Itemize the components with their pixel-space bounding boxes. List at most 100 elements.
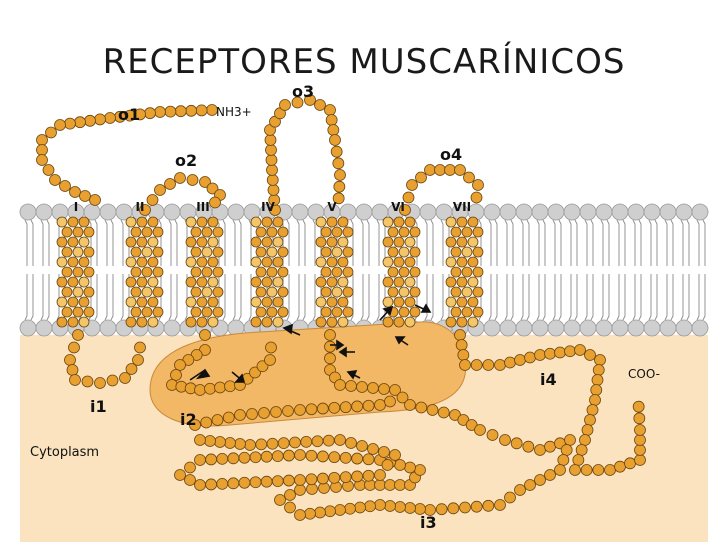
- residue: [57, 237, 67, 247]
- residue: [262, 317, 272, 327]
- residue: [329, 452, 340, 463]
- residue: [68, 317, 78, 327]
- residue: [206, 454, 217, 465]
- loop-label-i4: i4: [540, 370, 557, 389]
- residue: [383, 257, 393, 267]
- lipid-head: [20, 204, 36, 220]
- helix-3: [186, 217, 223, 327]
- loop-o3: [265, 95, 346, 216]
- residue: [316, 317, 326, 327]
- helix-label-5: V: [327, 200, 337, 214]
- residue: [266, 155, 277, 166]
- residue: [333, 158, 344, 169]
- residue: [37, 135, 48, 146]
- residue: [327, 257, 337, 267]
- residue: [217, 478, 228, 489]
- residue: [357, 441, 368, 452]
- residue: [133, 355, 144, 366]
- residue: [455, 330, 466, 341]
- residue: [405, 277, 415, 287]
- residue: [85, 115, 96, 126]
- residue: [505, 492, 516, 503]
- residue: [145, 108, 156, 119]
- residue: [555, 347, 566, 358]
- lipid-head: [564, 320, 580, 336]
- residue: [446, 217, 456, 227]
- residue: [197, 257, 207, 267]
- residue: [278, 267, 288, 277]
- residue: [57, 317, 67, 327]
- residue: [265, 135, 276, 146]
- residue: [468, 217, 478, 227]
- residue: [462, 247, 472, 257]
- residue: [57, 257, 67, 267]
- residue: [142, 267, 152, 277]
- residue: [295, 485, 306, 496]
- residue: [155, 107, 166, 118]
- residue: [343, 247, 353, 257]
- residue: [295, 475, 306, 486]
- residue: [301, 436, 312, 447]
- residue: [332, 247, 342, 257]
- residue: [635, 445, 646, 456]
- residue: [325, 341, 336, 352]
- lipid-head: [612, 320, 628, 336]
- residue: [394, 297, 404, 307]
- residue: [338, 277, 348, 287]
- residue: [267, 227, 277, 237]
- residue: [329, 402, 340, 413]
- residue: [471, 360, 482, 371]
- helix-label-7: VII: [453, 200, 471, 214]
- lipid-head: [500, 204, 516, 220]
- residue: [340, 452, 351, 463]
- residue: [290, 437, 301, 448]
- helix-4: [251, 217, 288, 327]
- residue: [250, 452, 261, 463]
- residue: [535, 445, 546, 456]
- residue: [332, 307, 342, 317]
- residue: [385, 480, 396, 491]
- residue: [267, 247, 277, 257]
- residue: [126, 257, 136, 267]
- residue: [213, 227, 223, 237]
- residue: [126, 277, 136, 287]
- residue: [405, 297, 415, 307]
- residue: [625, 458, 636, 469]
- residue: [131, 307, 141, 317]
- residue: [593, 365, 604, 376]
- residue: [323, 435, 334, 446]
- residue: [191, 227, 201, 237]
- residue: [208, 257, 218, 267]
- residue: [448, 503, 459, 514]
- residue: [213, 267, 223, 277]
- residue: [142, 247, 152, 257]
- residue: [278, 438, 289, 449]
- helix-label-2: II: [136, 200, 145, 214]
- residue: [147, 195, 158, 206]
- residue: [68, 277, 78, 287]
- residue: [256, 227, 266, 237]
- residue: [399, 247, 409, 257]
- loop-label-o4: o4: [440, 145, 462, 164]
- residue: [363, 400, 374, 411]
- residue: [137, 317, 147, 327]
- residue: [186, 297, 196, 307]
- residue: [355, 502, 366, 513]
- residue: [451, 247, 461, 257]
- lipid-head: [660, 204, 676, 220]
- residue: [256, 247, 266, 257]
- loop-label-o1: o1: [118, 105, 140, 124]
- residue: [325, 330, 336, 341]
- residue: [462, 227, 472, 237]
- residue: [228, 478, 239, 489]
- residue: [84, 307, 94, 317]
- residue: [343, 307, 353, 317]
- residue: [223, 412, 234, 423]
- residue: [191, 307, 201, 317]
- residue: [267, 307, 277, 317]
- residue: [273, 257, 283, 267]
- residue: [405, 317, 415, 327]
- loop-label-i3: i3: [420, 513, 437, 532]
- loop-label-i1: i1: [90, 397, 107, 416]
- residue: [375, 500, 386, 511]
